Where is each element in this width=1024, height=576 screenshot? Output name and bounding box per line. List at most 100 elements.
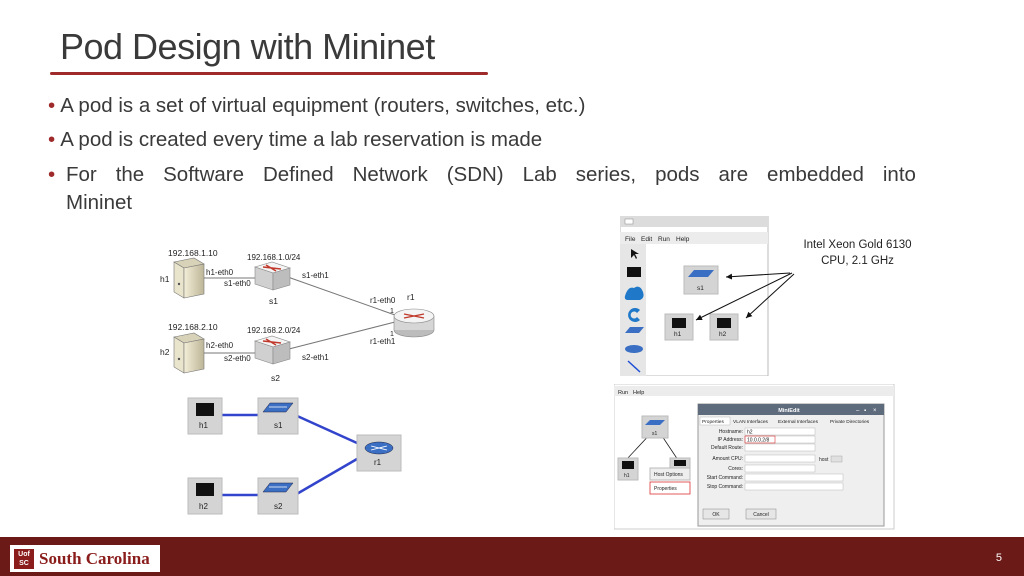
tab-properties[interactable]: Properties (702, 419, 724, 425)
h2-label: h2 (160, 347, 170, 357)
select-cursor-icon[interactable] (631, 249, 639, 259)
s2-label: s2 (271, 373, 280, 383)
amount-cpu-input[interactable] (744, 454, 816, 463)
tab-private-directories[interactable]: Private Directories (830, 419, 870, 425)
miniedit-dialog-screenshot: Run Help s1 h1 Host Options Properties M… (614, 384, 895, 530)
cores-input[interactable] (744, 464, 816, 473)
small-h1-node[interactable]: h1 (664, 313, 694, 341)
svg-text:Properties: Properties (654, 486, 677, 492)
svg-text:OK: OK (712, 512, 720, 518)
svg-text:Cancel: Cancel (753, 512, 769, 518)
gui-r1-node[interactable]: r1 (356, 434, 402, 472)
s1-switch-icon (253, 261, 292, 291)
s2-eth1-label: s2-eth1 (302, 353, 329, 362)
gui-topology: h1 s1 r1 h2 s2 (187, 397, 402, 515)
link-tool-icon[interactable] (627, 360, 641, 373)
router-tool-icon[interactable] (625, 345, 643, 353)
maximize-icon[interactable]: ▪ (864, 408, 866, 414)
gui-h2-node[interactable]: h2 (187, 477, 223, 515)
callout-arrows (695, 272, 795, 321)
s2-switch-icon (253, 335, 292, 365)
bullet-dot: • (48, 94, 56, 117)
r1-eth0-label: r1-eth0 (370, 296, 396, 305)
h1-label: h1 (160, 274, 170, 284)
miniedit-small-window: File Edit Run Help s1 h1 h2 (620, 216, 769, 376)
svg-text:Default Route:: Default Route: (711, 445, 743, 451)
ok-button[interactable] (702, 508, 730, 520)
dialog-canvas-h1[interactable]: h1 (617, 457, 639, 481)
svg-text:Start Command:: Start Command: (707, 475, 743, 481)
stop-command-input[interactable] (744, 482, 844, 491)
cancel-button[interactable] (745, 508, 777, 520)
menu-edit[interactable]: Edit (641, 236, 652, 243)
cpu-note: Intel Xeon Gold 6130 CPU, 2.1 GHz (803, 239, 912, 267)
svg-text:h1: h1 (674, 331, 682, 338)
small-h2-node[interactable]: h2 (709, 313, 739, 341)
cpu-mode-select[interactable]: host (819, 457, 829, 463)
hostname-input[interactable] (744, 427, 816, 436)
switch-tool-icon[interactable] (625, 327, 644, 333)
svg-text:h1: h1 (624, 473, 630, 479)
dialog-title: MiniEdit (778, 408, 800, 414)
svg-text:Host Options: Host Options (654, 472, 683, 478)
close-icon[interactable]: × (873, 408, 877, 414)
svg-text:s1: s1 (274, 421, 283, 430)
svg-text:s1: s1 (697, 285, 704, 292)
svg-text:Cores:: Cores: (728, 466, 743, 472)
svg-text:1: 1 (390, 308, 394, 315)
controller-tool-icon[interactable] (628, 308, 640, 322)
usc-logo: Uof SC South Carolina (10, 545, 160, 572)
small-s1-node[interactable]: s1 (683, 265, 719, 295)
page-number: 5 (995, 552, 1002, 564)
default-route-input[interactable] (744, 443, 816, 452)
svg-text:h2: h2 (747, 430, 753, 436)
r1-label: r1 (407, 292, 415, 302)
h2-eth0-label: h2-eth0 (206, 341, 234, 350)
svg-text:s2: s2 (274, 502, 283, 511)
properties-menu-item[interactable] (649, 481, 691, 495)
net2-label: 192.168.2.0/24 (247, 326, 301, 335)
svg-text:h2: h2 (199, 502, 208, 511)
h1-eth0-label: h1-eth0 (206, 268, 234, 277)
logo-text: South Carolina (39, 548, 150, 568)
dialog-canvas-s1[interactable]: s1 (641, 415, 669, 439)
dialog-menu-run[interactable]: Run (618, 390, 628, 396)
svg-text:10.0.0.2/8: 10.0.0.2/8 (747, 438, 769, 444)
minimize-icon[interactable]: – (856, 408, 860, 414)
host-options-menu[interactable] (649, 467, 691, 481)
gui-s2-node[interactable]: s2 (257, 477, 299, 515)
bullet-3-line-1: For the Software Defined Network (SDN) L… (66, 163, 916, 186)
svg-text:h2: h2 (719, 331, 727, 338)
svg-text:r1: r1 (374, 458, 382, 467)
docker-tool-icon[interactable] (624, 286, 644, 300)
h2-ip-label: 192.168.2.10 (168, 322, 218, 332)
svg-text:s1: s1 (652, 431, 658, 437)
cpu-mode-dropdown-icon[interactable] (830, 455, 843, 463)
svg-text:Amount CPU:: Amount CPU: (712, 456, 743, 462)
tab-external-interfaces[interactable]: External Interfaces (778, 419, 819, 425)
s1-label: s1 (269, 296, 278, 306)
bullet-1-text: A pod is a set of virtual equipment (rou… (60, 94, 586, 117)
host-tool-icon[interactable] (627, 267, 641, 277)
s1-eth1-label: s1-eth1 (302, 271, 329, 280)
svg-text:Stop Command:: Stop Command: (707, 484, 743, 490)
slide-title: Pod Design with Mininet (60, 26, 435, 67)
menu-run[interactable]: Run (658, 236, 670, 243)
r1-eth1-label: r1-eth1 (370, 337, 396, 346)
title-underline (50, 72, 488, 75)
bullet-3-dot: • (48, 163, 56, 186)
usc-seal-icon: Uof SC (14, 548, 34, 569)
h2-server-icon (173, 332, 205, 374)
menu-help[interactable]: Help (676, 236, 690, 243)
gui-h1-node[interactable]: h1 (187, 397, 223, 435)
start-command-input[interactable] (744, 473, 844, 482)
dialog-menu-help[interactable]: Help (633, 390, 644, 396)
r1-router-icon (393, 308, 435, 338)
bullet-2: •A pod is created every time a lab reser… (48, 128, 542, 152)
footer-bar (0, 537, 1024, 576)
gui-s1-node[interactable]: s1 (257, 397, 299, 435)
h1-ip-label: 192.168.1.10 (168, 248, 218, 258)
menu-file[interactable]: File (625, 236, 636, 243)
s2-eth0-label: s2-eth0 (224, 354, 251, 363)
tab-vlan-interfaces[interactable]: VLAN Interfaces (733, 419, 769, 425)
